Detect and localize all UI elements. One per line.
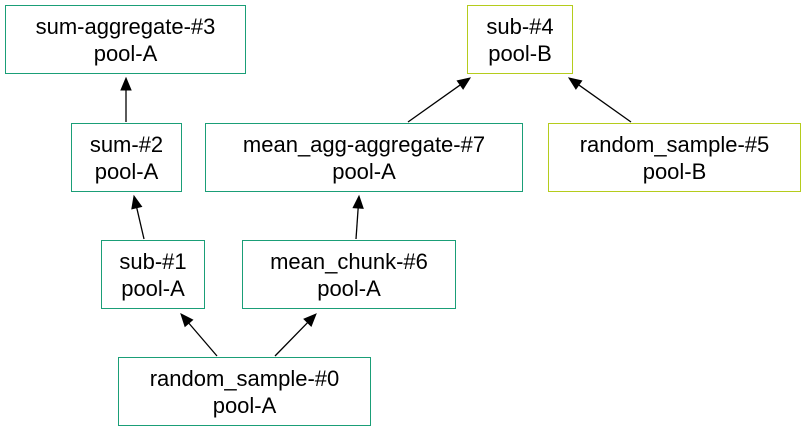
edge-arrowhead-n6-to-n7 bbox=[352, 194, 364, 209]
edge-line-n5-to-n4 bbox=[578, 84, 632, 123]
node-label: sum-aggregate-#3 bbox=[35, 13, 216, 39]
node-pool: pool-A bbox=[93, 40, 158, 66]
edge-arrowhead-n1-to-n2 bbox=[131, 194, 143, 210]
edge-arrowhead-n2-to-n3 bbox=[120, 76, 132, 91]
node-label: random_sample-#0 bbox=[149, 365, 340, 391]
node-pool: pool-B bbox=[488, 40, 552, 66]
edge-arrowhead-n5-to-n4 bbox=[567, 77, 583, 90]
node-pool: pool-A bbox=[212, 392, 277, 418]
node-mean-chunk-6[interactable]: mean_chunk-#6 pool-A bbox=[242, 240, 456, 309]
node-pool: pool-A bbox=[332, 158, 396, 184]
edge-line-n6-to-n7 bbox=[355, 207, 359, 240]
edge-arrowhead-n7-to-n4 bbox=[456, 77, 472, 90]
node-random-sample-5[interactable]: random_sample-#5 pool-B bbox=[548, 123, 801, 192]
node-label: random_sample-#5 bbox=[579, 131, 770, 157]
node-sub-4[interactable]: sub-#4 pool-B bbox=[467, 5, 573, 74]
node-label: sub-#4 bbox=[486, 13, 554, 39]
edge-line-n7-to-n4 bbox=[407, 84, 461, 123]
edge-line-n0-to-n1 bbox=[188, 322, 218, 357]
node-random-sample-0[interactable]: random_sample-#0 pool-A bbox=[118, 357, 371, 426]
node-pool: pool-B bbox=[642, 158, 707, 184]
edge-arrowhead-n0-to-n1 bbox=[180, 313, 194, 328]
node-mean-agg-aggregate-7[interactable]: mean_agg-aggregate-#7 pool-A bbox=[205, 123, 523, 192]
node-sum-aggregate-3[interactable]: sum-aggregate-#3 pool-A bbox=[5, 5, 246, 74]
node-pool: pool-A bbox=[94, 158, 159, 184]
edge-line-n0-to-n6 bbox=[274, 322, 309, 357]
node-label: mean_agg-aggregate-#7 bbox=[242, 131, 486, 157]
node-sum-2[interactable]: sum-#2 pool-A bbox=[71, 123, 182, 192]
node-label: sum-#2 bbox=[89, 131, 164, 157]
node-label: mean_chunk-#6 bbox=[270, 248, 428, 274]
node-pool: pool-A bbox=[121, 275, 185, 301]
node-pool: pool-A bbox=[317, 275, 381, 301]
edge-line-n1-to-n2 bbox=[136, 207, 145, 240]
edge-arrowhead-n0-to-n6 bbox=[303, 313, 317, 327]
node-sub-1[interactable]: sub-#1 pool-A bbox=[101, 240, 205, 309]
node-label: sub-#1 bbox=[119, 248, 187, 274]
